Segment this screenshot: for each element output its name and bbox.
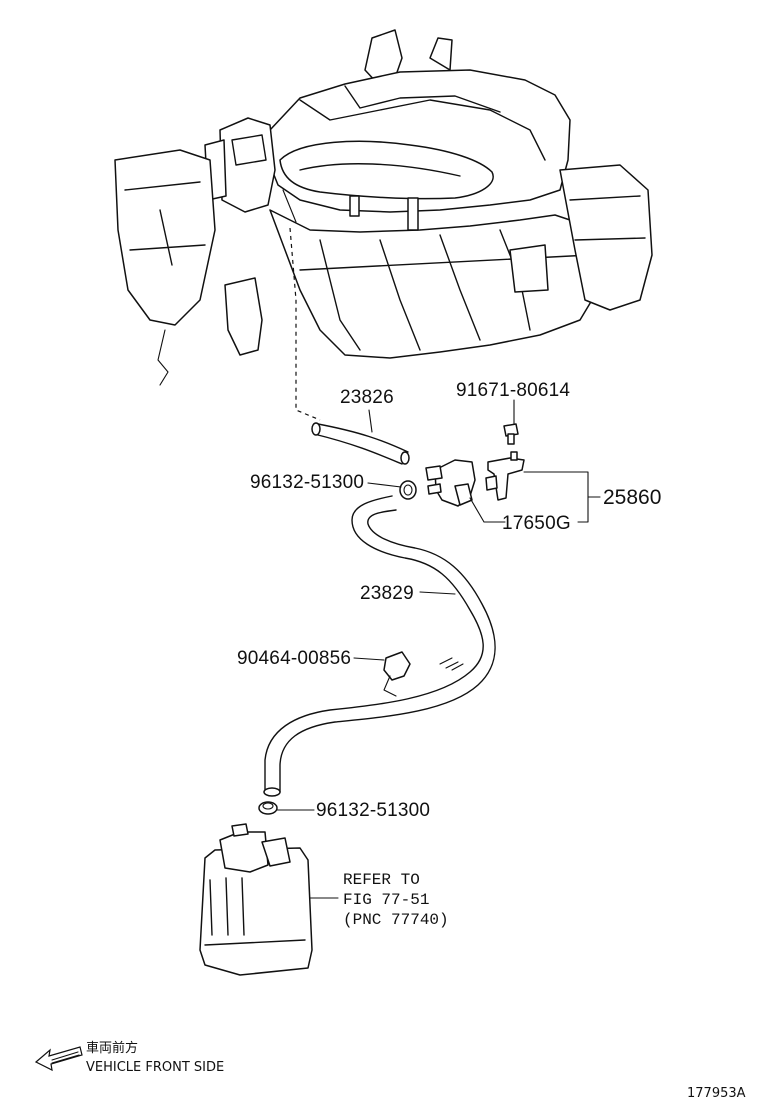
leader-lines [276,399,601,899]
routing-dash-line [289,227,321,421]
figure-id: 177953A [687,1086,746,1101]
part-label-96132-51300-upper: 96132-51300 [250,472,364,493]
hose-upper [311,422,410,465]
bolt-part [503,423,519,445]
refer-note-line3: (PNC 77740) [343,911,449,929]
part-label-17650G: 17650G [502,513,571,534]
clamp-upper [399,480,417,500]
front-label-jp: 車両前方 [86,1040,138,1056]
refer-note-line1: REFER TO [343,871,420,889]
refer-note-line2: FIG 77-51 [343,891,429,909]
front-label-en: VEHICLE FRONT SIDE [86,1060,224,1075]
part-label-91671-80614: 91671-80614 [456,380,570,401]
part-label-23826: 23826 [340,387,394,408]
part-label-25860: 25860 [603,486,661,509]
hose-lower [263,495,496,797]
canister-illustration [199,823,313,976]
part-label-90464-00856: 90464-00856 [237,648,351,669]
clip-part [383,651,411,697]
part-label-96132-51300-lower: 96132-51300 [316,800,430,821]
engine-illustration [114,29,653,386]
part-label-23829: 23829 [360,583,414,604]
vsv-valve-assembly [425,451,525,507]
front-direction-arrow-icon [34,1046,83,1072]
clamp-lower [258,801,278,815]
